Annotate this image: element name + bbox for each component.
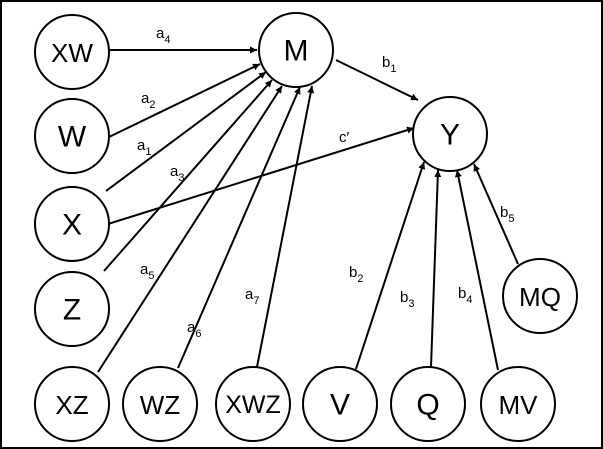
arrow-v-to-y [355, 161, 426, 370]
path-coefficient-label: a3 [170, 163, 184, 184]
node-xw: XW [34, 14, 110, 90]
node-circle [34, 186, 110, 262]
node-label: M [284, 35, 309, 68]
coefficient-letter: a [141, 90, 150, 107]
path-coefficient-label: b3 [400, 289, 414, 310]
node-label: MQ [519, 282, 561, 312]
node-v: V [302, 366, 378, 442]
coefficient-letter: a [137, 137, 146, 154]
node-circle [412, 96, 488, 172]
coefficient-letter: a [156, 25, 165, 42]
path-coefficient-label: c′ [339, 129, 350, 146]
node-label: X [62, 209, 82, 242]
node-circle [34, 366, 110, 442]
coefficient-letter: a [140, 261, 149, 278]
coefficient-subscript: 7 [253, 295, 259, 307]
node-xz: XZ [34, 366, 110, 442]
node-label: Y [440, 119, 460, 152]
node-label: WZ [140, 390, 181, 420]
coefficient-letter: a [187, 319, 196, 336]
coefficient-letter: b [382, 54, 390, 71]
node-mv: MV [480, 366, 556, 442]
node-circle [34, 271, 110, 347]
coefficient-subscript: 1 [390, 63, 396, 75]
coefficient-letter: b [458, 285, 466, 302]
node-z: Z [34, 271, 110, 347]
node-label: XWZ [225, 391, 281, 419]
arrow-wz-to-m [177, 86, 301, 369]
path-coefficient-label: a2 [141, 90, 155, 111]
path-coefficient-label: b5 [500, 204, 514, 225]
node-label: MV [499, 390, 539, 420]
arrow-m-to-y [335, 59, 419, 101]
coefficient-subscript: 2 [149, 99, 155, 111]
arrow-mq-to-y [473, 163, 519, 265]
coefficient-subscript: 4 [164, 34, 170, 46]
coefficient-letter: b [500, 204, 508, 221]
path-coefficient-label: b1 [382, 54, 396, 75]
node-q: Q [390, 366, 466, 442]
node-label: Q [416, 389, 439, 422]
coefficient-subscript: 5 [148, 270, 154, 282]
path-coefficient-label: b4 [458, 285, 472, 306]
coefficient-subscript: 3 [178, 172, 184, 184]
node-y: Y [412, 96, 488, 172]
node-circle [480, 366, 556, 442]
arrow-mv-to-y [454, 169, 499, 371]
coefficient-subscript: 5 [508, 213, 514, 225]
node-circle [215, 366, 291, 442]
coefficient-letter: a [245, 286, 254, 303]
coefficient-subscript: 2 [357, 273, 363, 285]
node-circle [34, 14, 110, 90]
node-mq: MQ [502, 258, 578, 334]
node-circle [122, 366, 198, 442]
node-circle [258, 12, 334, 88]
node-circle [302, 366, 378, 442]
coefficient-letter: a [170, 163, 179, 180]
coefficient-subscript: 3 [408, 298, 414, 310]
node-x: X [34, 186, 110, 262]
node-label: XZ [55, 390, 88, 420]
node-label: V [330, 389, 350, 422]
coefficient-letter: b [349, 264, 357, 281]
path-coefficient-label: a6 [187, 319, 201, 340]
node-label: XW [51, 38, 93, 68]
path-coefficient-label: a7 [245, 286, 259, 307]
coefficient-subscript: 1 [145, 146, 151, 158]
arrow-x-to-y [107, 126, 415, 225]
arrow-x-to-m [105, 71, 267, 192]
node-circle [390, 366, 466, 442]
node-wz: WZ [122, 366, 198, 442]
arrow-w-to-m [108, 63, 261, 138]
coefficient-letter: c′ [339, 129, 350, 146]
node-circle [34, 98, 110, 174]
node-label: W [58, 121, 87, 154]
node-label: Z [63, 294, 81, 327]
node-w: W [34, 98, 110, 174]
arrow-xz-to-m [97, 85, 283, 373]
path-coefficient-label: a1 [137, 137, 151, 158]
node-xwz: XWZ [215, 366, 291, 442]
arrow-q-to-y [430, 169, 442, 368]
arrow-z-to-m [103, 79, 273, 272]
node-m: M [258, 12, 334, 88]
path-coefficient-label: b2 [349, 264, 363, 285]
coefficient-subscript: 4 [466, 294, 472, 306]
node-circle [502, 258, 578, 334]
path-coefficient-label: a5 [140, 261, 154, 282]
coefficient-letter: b [400, 289, 408, 306]
path-coefficient-label: a4 [156, 25, 170, 46]
arrow-xwz-to-m [256, 85, 315, 368]
coefficient-subscript: 6 [195, 328, 201, 340]
